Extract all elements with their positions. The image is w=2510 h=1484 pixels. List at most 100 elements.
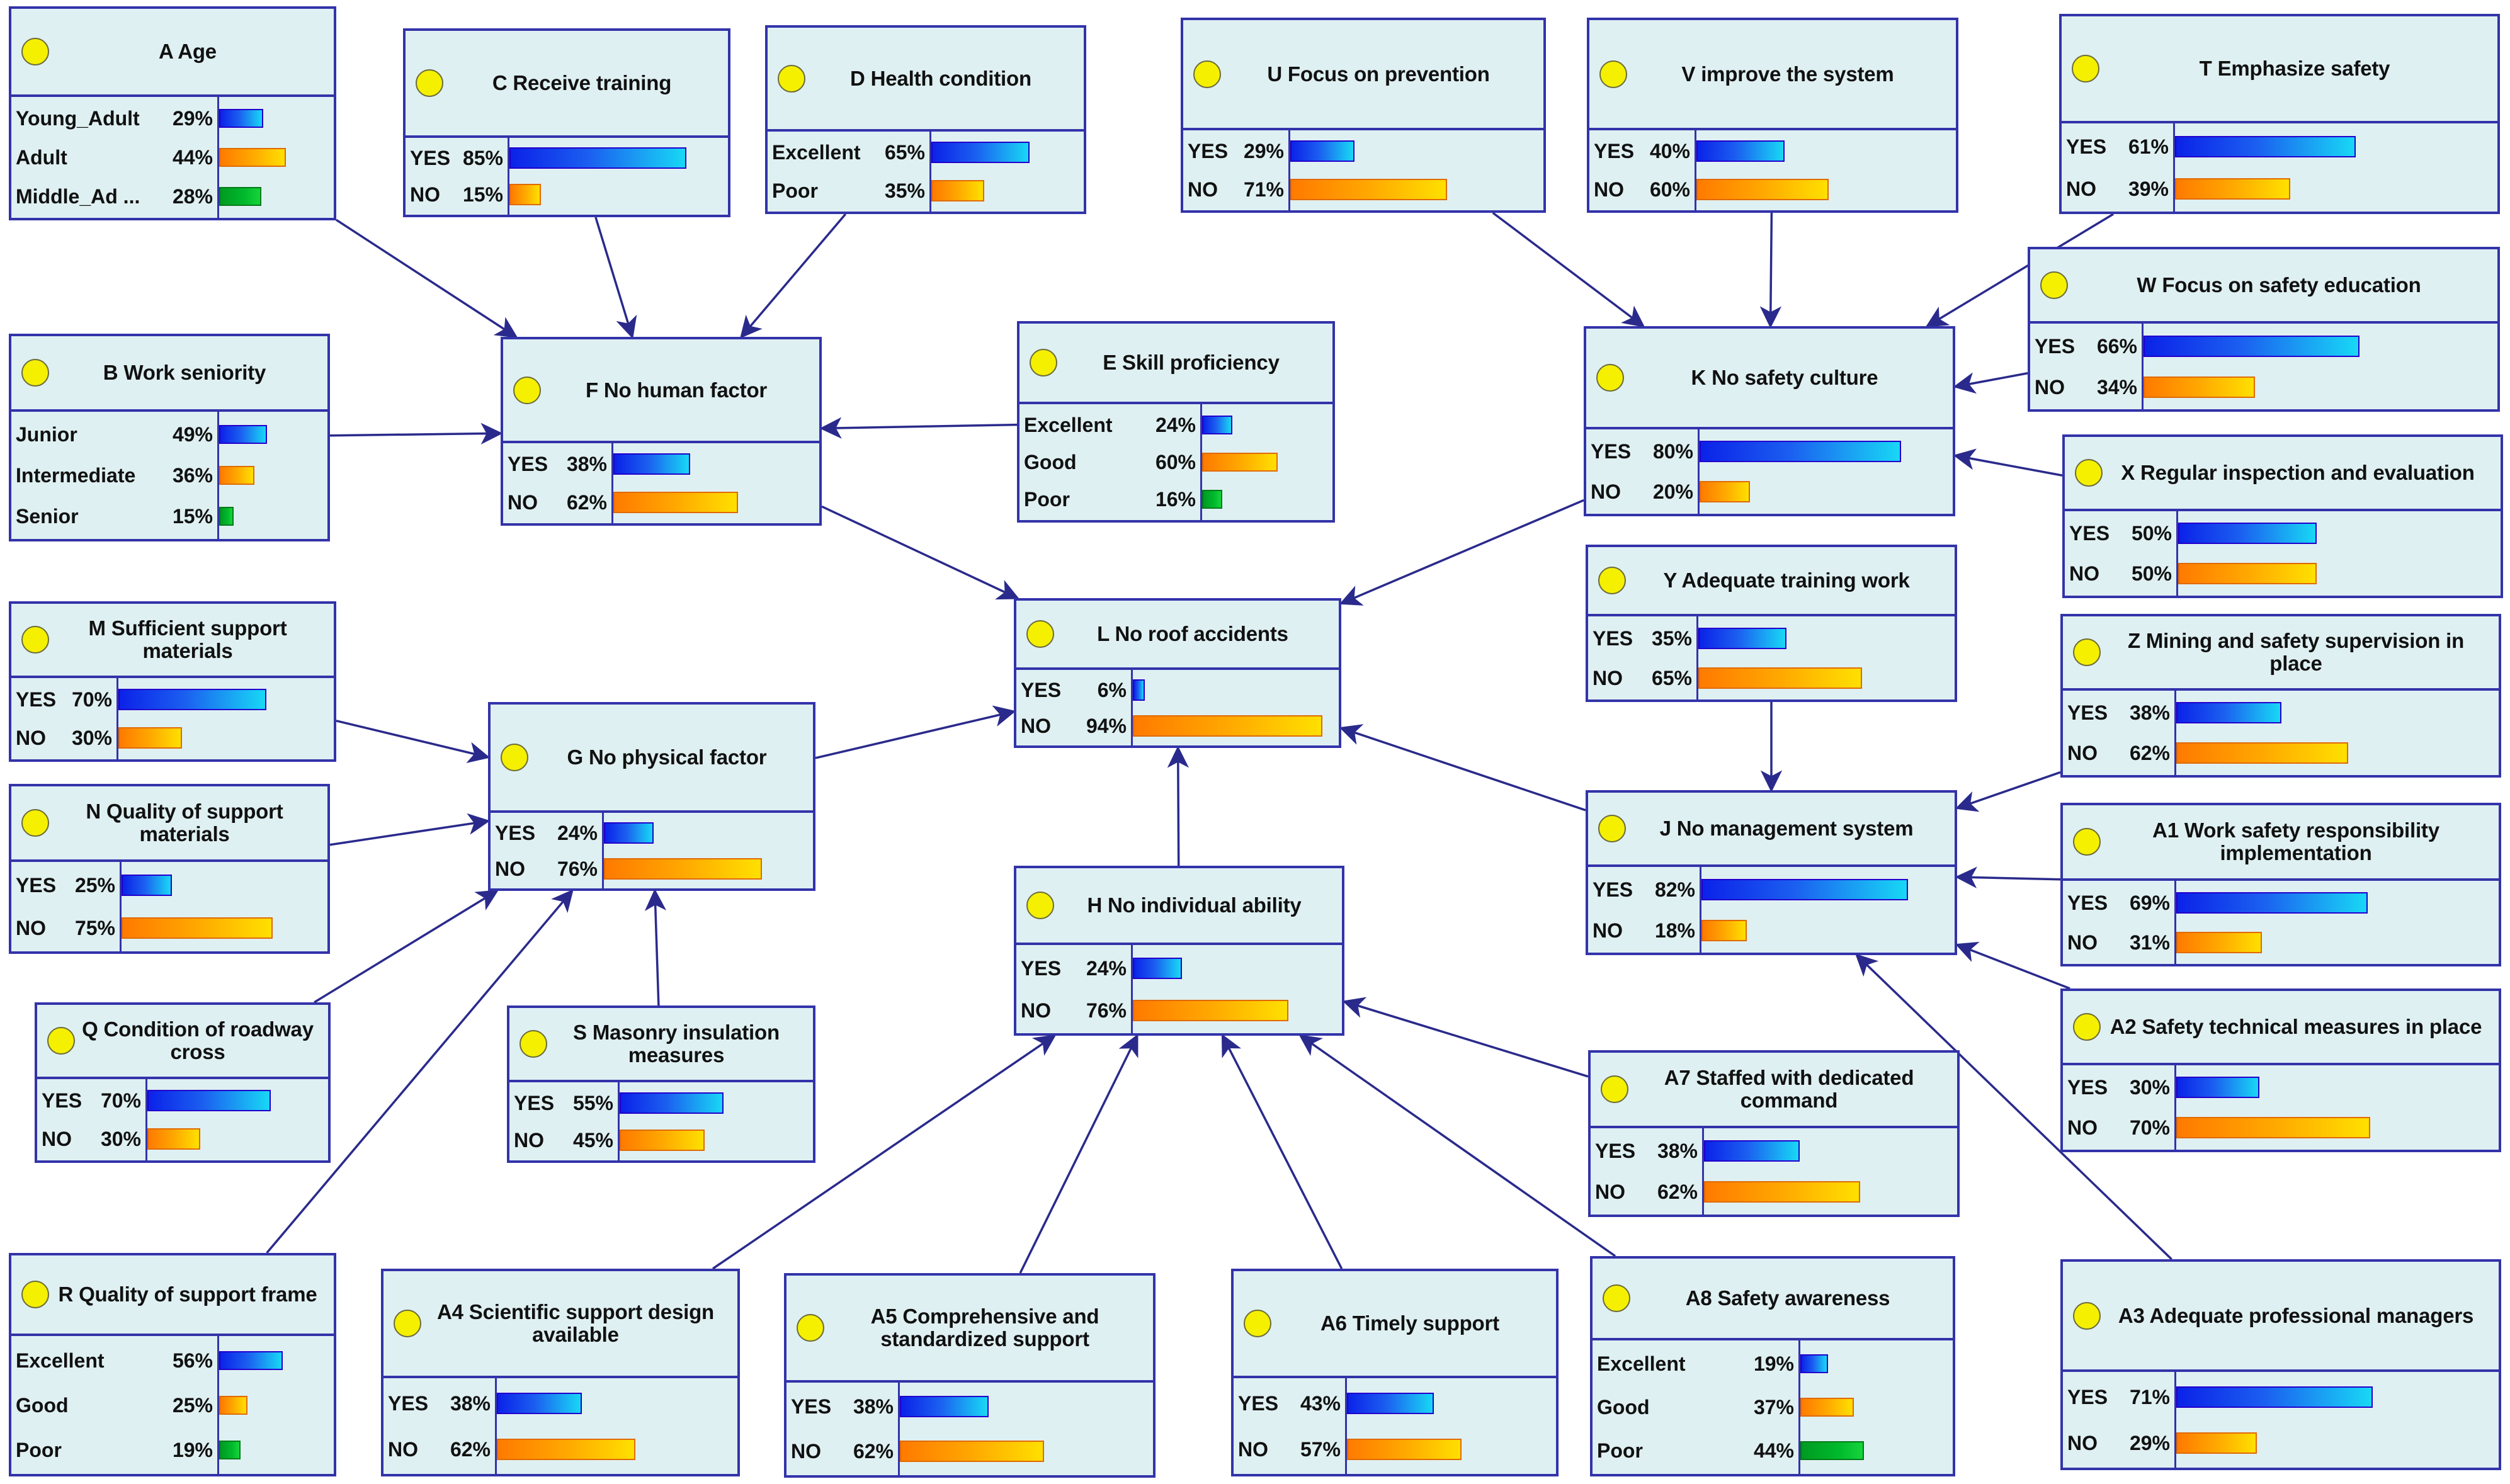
bn-node-z[interactable]: Z Mining and safety supervision in place… xyxy=(2060,614,2501,778)
node-title: U Focus on prevention xyxy=(1267,62,1490,86)
node-header: R Quality of support frame xyxy=(11,1255,334,1336)
state-bar-column xyxy=(1800,1340,1953,1474)
state-bar xyxy=(1133,957,1182,979)
state-bar-column xyxy=(2176,1372,2499,1468)
edge-x-to-k xyxy=(1953,448,2063,477)
state-name: YES xyxy=(508,453,548,476)
edge-d-to-f xyxy=(740,213,847,339)
state-bar xyxy=(1290,178,1447,200)
state-bar-column xyxy=(2175,123,2497,212)
node-bulb-icon xyxy=(21,1281,49,1308)
node-title: S Masonry insulation measures xyxy=(573,1021,780,1067)
state-bar xyxy=(497,1392,582,1414)
bn-node-a1[interactable]: A1 Work safety responsibility implementa… xyxy=(2060,803,2501,966)
state-probability: 44% xyxy=(172,146,213,169)
state-bar-column xyxy=(118,678,334,759)
node-bulb-icon xyxy=(1596,364,1624,392)
state-bar xyxy=(1704,1140,1800,1162)
state-probability: 75% xyxy=(74,917,115,939)
state-bar-column xyxy=(1698,616,1955,700)
state-probability: 25% xyxy=(172,1393,213,1417)
state-probability: 24% xyxy=(557,821,598,844)
state-name: YES xyxy=(1188,140,1229,163)
state-name: YES xyxy=(16,874,57,897)
state-probability: 19% xyxy=(172,1438,213,1461)
node-header: L No roof accidents xyxy=(1016,601,1339,670)
state-bar xyxy=(931,142,1030,164)
state-probability: 50% xyxy=(2131,562,2172,585)
state-bar xyxy=(2176,742,2348,764)
state-probability: 37% xyxy=(1753,1395,1794,1419)
edge-w-to-k xyxy=(1953,372,2028,394)
state-name: YES xyxy=(2069,522,2110,545)
state-probability: 69% xyxy=(2129,891,2170,914)
state-name: Excellent xyxy=(1024,413,1113,436)
state-bar-column xyxy=(1696,130,1956,210)
state-row: Middle_Ad ...28% xyxy=(11,186,217,207)
node-bulb-icon xyxy=(1193,60,1221,88)
state-name: YES xyxy=(1021,678,1062,701)
state-name: Middle_Ad ... xyxy=(16,185,140,208)
state-bar-column xyxy=(147,1079,328,1160)
state-bar xyxy=(931,179,984,201)
state-bar xyxy=(1700,441,1901,462)
state-bar-column xyxy=(604,813,813,888)
edge-a7-to-h xyxy=(1342,997,1589,1078)
node-bulb-icon xyxy=(501,744,528,771)
node-title: T Emphasize safety xyxy=(2199,57,2390,81)
state-name: NO xyxy=(495,857,525,880)
bn-node-a5[interactable]: A5 Comprehensive and standardized suppor… xyxy=(784,1273,1156,1478)
state-bar xyxy=(1202,490,1222,509)
state-name: NO xyxy=(16,727,46,750)
node-header: E Skill proficiency xyxy=(1019,324,1332,404)
state-name: Poor xyxy=(16,1438,62,1461)
state-bar xyxy=(1202,415,1232,434)
state-name: Intermediate xyxy=(16,463,136,487)
state-name: YES xyxy=(2067,1385,2108,1408)
